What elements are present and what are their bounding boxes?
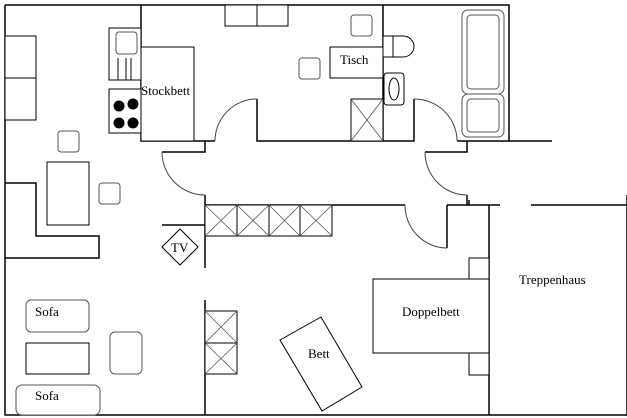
dining-table xyxy=(46,161,90,226)
armchair xyxy=(109,331,143,375)
shelf xyxy=(256,4,289,27)
wardrobe-row xyxy=(204,204,333,237)
tv: TV xyxy=(161,228,199,266)
coffee-table xyxy=(25,342,90,375)
chair xyxy=(350,14,373,37)
bett-label: Bett xyxy=(308,346,330,361)
door-arcs xyxy=(161,98,468,249)
shelf xyxy=(224,4,258,27)
stockbett: Stockbett xyxy=(140,46,195,142)
kitchen-cabinets xyxy=(4,35,37,121)
tv-label: TV xyxy=(171,240,189,255)
doppelbett-label: Doppelbett xyxy=(402,304,460,319)
doppelbett: Doppelbett xyxy=(372,257,490,376)
wardrobe-column xyxy=(204,310,238,375)
sofa-label: Sofa xyxy=(35,304,59,319)
washbasin xyxy=(383,72,405,106)
tisch: Tisch xyxy=(329,46,384,79)
wardrobe xyxy=(350,98,384,142)
kitchen-sink xyxy=(108,27,142,81)
bathtub xyxy=(461,9,505,138)
sofa-label: Sofa xyxy=(35,388,59,403)
treppenhaus-label: Treppenhaus xyxy=(519,272,586,287)
chair xyxy=(98,182,121,205)
bett: Bett xyxy=(279,316,363,412)
toilet xyxy=(382,35,415,58)
chair xyxy=(57,130,80,153)
sofa: Sofa xyxy=(15,384,101,416)
tisch-label: Tisch xyxy=(340,52,369,67)
sofa: Sofa xyxy=(25,299,90,333)
chair xyxy=(298,57,321,80)
stockbett-label: Stockbett xyxy=(141,83,190,98)
stove xyxy=(108,88,142,134)
